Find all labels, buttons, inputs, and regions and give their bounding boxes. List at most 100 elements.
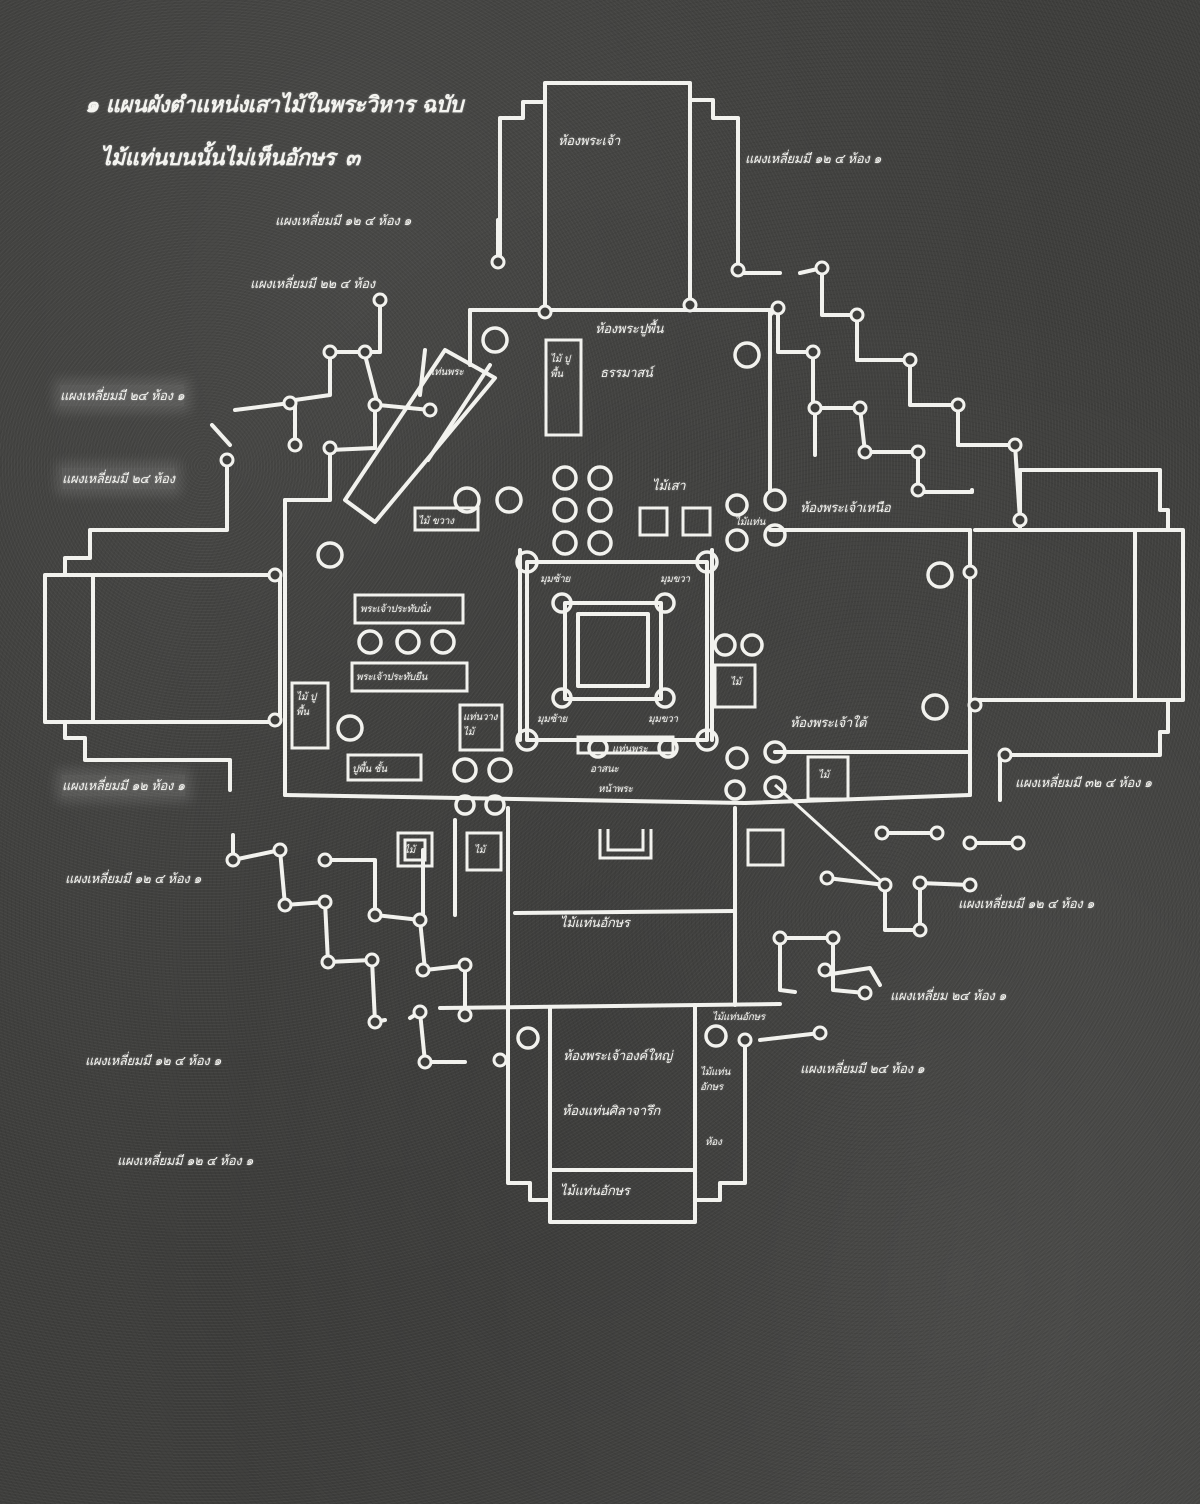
room-label-south-passage: ไม้แท่นอักษร [560,916,630,931]
room-label-south-hall-2: ห้องแท่นศิลาจารึก [562,1104,660,1119]
east-wing [973,468,1185,802]
column [395,629,421,655]
west-wing [43,458,282,792]
annotation-sw-2: แผงเหลี่ยมมี ๑๒ ๔ ห้อง ๑ [85,1054,222,1069]
room-label-west-lower-box: แท่นวาง ไม้ [463,712,498,738]
main-body [283,308,972,805]
column [725,746,749,770]
room-label-center-south-3: หน้าพระ [598,784,633,795]
room-label-diagonal-box-1: ไม้ ขวาง [418,516,454,527]
column [713,633,737,657]
annotation-w-3: แผงเหลี่ยมมี ๑๒ ห้อง ๑ [62,775,185,796]
column [654,592,676,614]
title-line-1: ๑ แผนผังตำแหน่งเสาไม้ในพระวิหาร ฉบับ [85,93,463,118]
sw-column-grid [231,818,472,1064]
column [657,737,679,759]
column [740,633,764,657]
annotation-nw-2: แผงเหลี่ยมมี ๒๒ ๔ ห้อง [250,277,375,292]
annotation-ne: แผงเหลี่ยมมี ๑๒ ๔ ห้อง ๑ [745,152,882,167]
room-label-center-ne: มุมขวา [660,574,690,585]
annotation-w-2: แผงเหลี่ยมมี ๒๔ ห้อง [62,468,175,489]
columns [316,326,954,1050]
column [516,1026,540,1050]
room-label-center-south-1: แท่นพระ [612,744,648,755]
column [481,326,509,354]
column [587,465,613,491]
room-label-center-nw: มุมซ้าย [540,574,570,585]
column [552,497,578,523]
room-label-west-box-2: พระเจ้าประทับยืน [356,672,428,683]
annotation-w-1: แผงเหลี่ยมมี ๒๔ ห้อง ๑ [60,385,185,406]
column [484,794,506,816]
column [763,523,787,547]
room-label-ne-small: ไม้แท่น [735,517,765,528]
column [551,592,573,614]
south-wing [438,806,782,1224]
se-column-grid [743,831,1020,1062]
room-label-sw-box-1: ไม้ [404,845,416,856]
furniture [290,338,884,884]
room-label-center-se: มุมขวา [648,714,678,725]
annotation-se-2: แผงเหลี่ยม ๒๔ ห้อง ๑ [890,989,1007,1004]
column [316,541,344,569]
column [587,497,613,523]
column [695,728,719,752]
column [336,714,364,742]
column [430,629,456,655]
column [763,488,787,512]
column [587,530,613,556]
annotation-sw-1: แผงเหลี่ยมมี ๑๒ ๔ ห้อง ๑ [65,872,202,887]
room-label-south-side-right-2: ห้อง [705,1137,722,1148]
annotation-nw-1: แผงเหลี่ยมมี ๑๒ ๔ ห้อง ๑ [275,214,412,229]
column [495,486,523,514]
room-label-east-hall-south: ห้องพระเจ้าใต้ [790,716,867,731]
room-label-east-small-box: ไม้ [730,677,742,688]
room-label-west-box-1: พระเจ้าประทับนั่ง [360,604,431,615]
column [551,687,573,709]
column [454,794,476,816]
central-sanctum [518,548,714,742]
north-wing [468,81,772,312]
room-label-south-side-top: ไม้แท่นอักษร [712,1012,765,1023]
column [515,728,539,752]
column [695,550,719,574]
room-label-center-south-2: อาสนะ [590,764,619,775]
column [926,561,954,589]
room-label-pulpit-tag: ไม้ ปูพื้น [550,354,570,380]
column [724,779,746,801]
room-label-north-hall: ห้องพระเจ้า [558,134,620,149]
column [552,465,578,491]
column [587,737,609,759]
column [515,550,539,574]
room-label-south-hall-1: ห้องพระเจ้าองค์ใหญ่ [563,1049,672,1064]
title-mark: ๓ [345,146,360,171]
title-line-2: ไม้แท่นบนนั้นไม่เห็นอักษร [100,146,335,171]
column [357,629,383,655]
column [725,493,749,517]
room-label-west-tall-box: ไม้ ปู พื้น [296,692,316,718]
room-label-center-sw: มุมซ้าย [537,714,567,725]
column [763,740,787,764]
junctions [219,254,1028,1070]
room-label-east-hall-north: ห้องพระเจ้าเหนือ [800,501,891,516]
room-label-sw-box-2: ไม้ [474,845,486,856]
room-label-pulpit: ธรรมาสน์ [600,366,653,381]
column [763,775,787,799]
column [654,687,676,709]
column [733,341,761,369]
annotation-e-1: แผงเหลี่ยมมี ๓๒ ๔ ห้อง ๑ [1015,776,1152,791]
room-label-west-box-3: ปูพื้น ชั้น [352,764,387,775]
annotation-se-3: แผงเหลี่ยมมี ๒๔ ห้อง ๑ [800,1062,925,1077]
column [725,528,749,552]
column [452,757,478,783]
column [704,1024,728,1048]
room-label-south-side-right: ไม้แท่น อักษร [700,1067,730,1093]
column [921,693,949,721]
room-label-north-passage: ห้องพระปูพื้น [595,322,664,337]
room-label-east-box-2: ไม้ [818,770,830,781]
room-label-south-hall-3: ไม้แท่นอักษร [560,1184,630,1199]
room-label-diagonal-box-2: แท่นพระ [428,367,464,378]
annotation-se-1: แผงเหลี่ยมมี ๑๒ ๔ ห้อง ๑ [958,897,1095,912]
column [487,757,513,783]
